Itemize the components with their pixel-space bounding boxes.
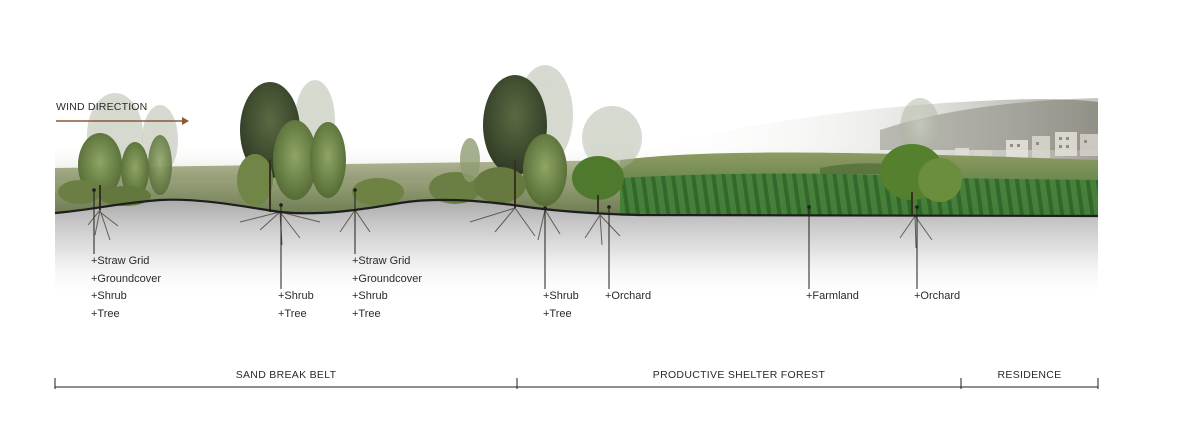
zone-label-residence: RESIDENCE	[961, 369, 1098, 381]
annotation-line: +Straw Grid	[91, 253, 161, 271]
annotation-line: +Tree	[543, 306, 579, 324]
annotation-line: +Shrub	[278, 288, 314, 306]
annotation-line: +Orchard	[605, 288, 651, 306]
wind-direction-label: WIND DIRECTION	[56, 101, 147, 113]
annotation-line: +Tree	[91, 306, 161, 324]
annotation-line: +Groundcover	[352, 271, 422, 289]
farmland-field	[620, 153, 1098, 217]
annotation-line: +Tree	[352, 306, 422, 324]
annotation-shrub-tree-group-2: +Shrub +Tree	[543, 288, 579, 323]
annotation-line: +Straw Grid	[352, 253, 422, 271]
annotation-orchard-1: +Orchard	[605, 288, 651, 306]
annotation-line: +Tree	[278, 306, 314, 324]
annotation-line: +Shrub	[352, 288, 422, 306]
zone-label-sand-break-belt: SAND BREAK BELT	[55, 369, 517, 381]
annotation-line: +Farmland	[806, 288, 859, 306]
annotation-straw-grid-group-1: +Straw Grid +Groundcover +Shrub +Tree	[91, 253, 161, 323]
annotation-shrub-tree-group-1: +Shrub +Tree	[278, 288, 314, 323]
annotation-orchard-2: +Orchard	[914, 288, 960, 306]
annotation-line: +Groundcover	[91, 271, 161, 289]
annotation-line: +Shrub	[91, 288, 161, 306]
zone-label-productive-shelter-forest: PRODUCTIVE SHELTER FOREST	[517, 369, 961, 381]
annotation-straw-grid-group-2: +Straw Grid +Groundcover +Shrub +Tree	[352, 253, 422, 323]
annotation-line: +Shrub	[543, 288, 579, 306]
annotation-line: +Orchard	[914, 288, 960, 306]
annotation-farmland: +Farmland	[806, 288, 859, 306]
